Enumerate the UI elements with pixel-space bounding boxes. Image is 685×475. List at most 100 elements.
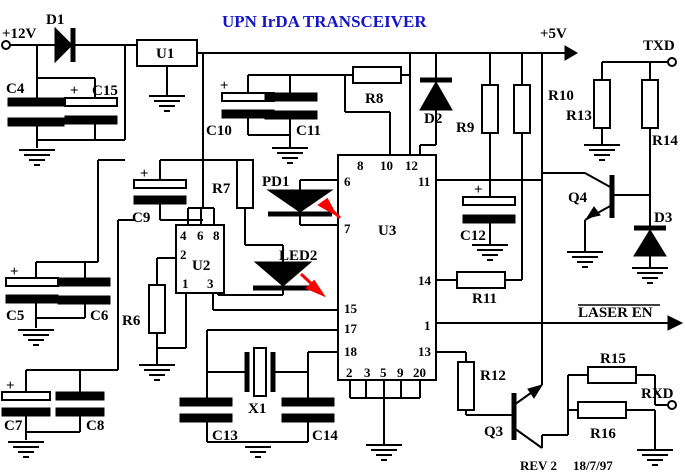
terminal-rxd: [667, 400, 677, 410]
resistor-r8: [352, 66, 402, 84]
ground-icon: [471, 244, 509, 261]
resistor-r16: [577, 401, 627, 419]
led-led2: [253, 261, 313, 291]
capacitor-c14: [281, 397, 335, 423]
capacitor-c7: +: [1, 378, 51, 417]
label-r12: R12: [480, 368, 506, 384]
u2-pin-4: 4: [180, 228, 187, 243]
capacitor-c13: [179, 397, 233, 423]
label-r16: R16: [590, 426, 616, 442]
u3-pin-14: 14: [418, 273, 432, 288]
label-c5: C5: [6, 308, 24, 324]
capacitor-c6: [57, 277, 111, 305]
schematic-title: UPN IrDA TRANSCEIVER: [222, 12, 427, 31]
svg-text:+: +: [220, 78, 229, 94]
signal-txd: TXD: [643, 38, 675, 54]
label-c14: C14: [312, 428, 338, 444]
capacitor-c8: [55, 391, 105, 417]
transistor-q3: [511, 384, 544, 449]
terminal-12v: [1, 40, 11, 50]
rail-label-12v: +12V: [2, 26, 37, 42]
u3-pin-12: 12: [405, 158, 418, 173]
ground-icon: [631, 267, 669, 284]
capacitor-c5: +: [5, 264, 59, 304]
label-d2: D2: [424, 111, 442, 127]
label-u1: U1: [156, 46, 174, 62]
diode-d2: [419, 77, 453, 111]
terminal-txd: [667, 57, 677, 67]
svg-text:+: +: [140, 166, 149, 182]
label-r8: R8: [365, 91, 383, 107]
resistor-r12: [457, 361, 475, 411]
label-c12: C12: [460, 228, 486, 244]
label-c4: C4: [6, 81, 25, 97]
u3-pin-15: 15: [344, 301, 358, 316]
diode-d1: [54, 26, 76, 64]
u2-pin-3: 3: [207, 276, 214, 291]
ground-icon: [17, 329, 55, 346]
svg-text:+: +: [10, 264, 19, 280]
signal-laser-en: LASER EN: [578, 305, 653, 321]
u3-pin-18: 18: [344, 344, 358, 359]
ground-icon: [583, 144, 621, 161]
u3-pin-20: 20: [413, 365, 426, 380]
capacitor-c11: [264, 92, 318, 120]
label-x1: X1: [248, 401, 266, 417]
svg-text:+: +: [6, 378, 15, 394]
resistor-r14: [641, 79, 659, 129]
label-pd1: PD1: [262, 174, 290, 190]
resistor-r11: [456, 271, 506, 289]
label-r11: R11: [472, 291, 497, 307]
label-c10: C10: [206, 123, 232, 139]
label-c13: C13: [212, 428, 238, 444]
u3-pin-17: 17: [344, 321, 358, 336]
ground-icon: [239, 441, 277, 458]
ground-icon: [138, 364, 176, 381]
label-d1: D1: [46, 12, 64, 28]
u3-pin-6: 6: [344, 174, 351, 189]
label-r15: R15: [600, 351, 626, 367]
u3-pin-11: 11: [418, 174, 430, 189]
ground-icon: [636, 449, 674, 466]
label-r13: R13: [566, 108, 592, 124]
label-u3: U3: [378, 223, 396, 239]
u3-pin-1: 1: [424, 318, 431, 333]
label-r6: R6: [122, 313, 141, 329]
ground-icon: [18, 149, 56, 166]
ic-u3: [337, 154, 437, 381]
label-c15: C15: [92, 83, 118, 99]
revision-date: 18/7/97: [573, 458, 613, 473]
label-c8: C8: [86, 418, 104, 434]
signal-rxd: RXD: [641, 386, 674, 402]
label-r14: R14: [652, 133, 678, 149]
rail-label-5v: +5V: [540, 26, 567, 42]
u3-pin-5: 5: [380, 365, 387, 380]
label-c11: C11: [296, 123, 321, 139]
resistor-r6: [148, 284, 166, 334]
ground-icon: [365, 444, 403, 461]
u3-pin-13: 13: [418, 344, 432, 359]
capacitor-c15: +: [64, 83, 118, 125]
label-u2: U2: [192, 258, 210, 274]
u3-pin-10: 10: [380, 158, 393, 173]
transistor-q4: [584, 172, 615, 221]
u3-pin-7: 7: [344, 221, 351, 236]
label-r10: R10: [548, 88, 574, 104]
resistor-r10: [513, 84, 531, 134]
crystal-x1: [244, 347, 276, 397]
ground-icon: [148, 95, 186, 112]
ground-icon: [566, 251, 604, 268]
revision-label: REV 2: [520, 458, 557, 473]
resistor-r9: [481, 84, 499, 134]
label-r7: R7: [212, 181, 231, 197]
resistor-r7: [236, 159, 254, 209]
u3-pin-3: 3: [364, 365, 371, 380]
label-led2: LED2: [279, 248, 317, 264]
diode-d3: [633, 225, 667, 257]
label-c6: C6: [90, 308, 109, 324]
label-q4: Q4: [568, 190, 588, 206]
label-r9: R9: [456, 120, 474, 136]
ground-icon: [271, 147, 309, 164]
resistor-r15: [587, 366, 637, 384]
